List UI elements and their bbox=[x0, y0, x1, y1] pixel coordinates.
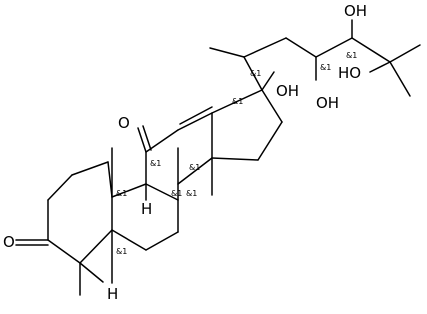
stereo-label: &1 bbox=[186, 189, 197, 198]
bond bbox=[315, 37, 353, 58]
stereo-label: &1 bbox=[116, 247, 127, 256]
bond bbox=[111, 229, 147, 251]
bond bbox=[145, 129, 179, 153]
bond bbox=[179, 106, 213, 125]
stereo-label: &1 bbox=[189, 163, 200, 172]
hydroxyl-label: OH bbox=[316, 94, 339, 112]
stereo-labels: &1 &1 &1 &1 &1 &1 &1 &1 &1 &1 bbox=[116, 51, 357, 256]
bond bbox=[257, 121, 283, 161]
bond bbox=[47, 174, 73, 201]
bond bbox=[177, 112, 213, 131]
atom-labels: OH OH OH HO O O H H bbox=[3, 2, 367, 303]
stereo-label: &1 bbox=[346, 51, 357, 60]
bond bbox=[285, 37, 317, 58]
bond bbox=[243, 37, 287, 58]
bond bbox=[389, 44, 421, 63]
bond bbox=[145, 183, 179, 201]
oxygen-label: O bbox=[3, 233, 15, 251]
bond bbox=[137, 127, 147, 153]
bond bbox=[47, 239, 81, 264]
stereo-label: &1 bbox=[320, 63, 331, 72]
stereo-label: &1 bbox=[232, 97, 243, 106]
bond bbox=[142, 125, 152, 151]
bond bbox=[71, 161, 109, 176]
bond bbox=[111, 183, 147, 198]
bond bbox=[145, 231, 179, 251]
bond bbox=[261, 71, 275, 91]
bond bbox=[177, 157, 213, 185]
bond bbox=[211, 157, 259, 161]
stereo-label: &1 bbox=[150, 159, 161, 168]
bond bbox=[79, 229, 113, 264]
bond bbox=[369, 61, 391, 73]
bond bbox=[351, 37, 391, 63]
hydrogen-label: H bbox=[141, 200, 152, 218]
bond bbox=[261, 89, 283, 123]
bond bbox=[211, 89, 263, 114]
stereo-label: &1 bbox=[116, 189, 127, 198]
hydroxyl-label: OH bbox=[276, 82, 299, 100]
bond bbox=[79, 262, 104, 283]
hydroxyl-label: OH bbox=[344, 2, 367, 20]
bonds bbox=[15, 19, 421, 296]
bond bbox=[243, 56, 263, 91]
hydrogen-label: H bbox=[107, 285, 118, 303]
stereo-label: &1 bbox=[171, 189, 182, 198]
oxygen-label: O bbox=[118, 114, 130, 132]
stereo-label: &1 bbox=[250, 69, 261, 78]
bond bbox=[209, 47, 245, 58]
bond bbox=[389, 61, 411, 97]
hydroxyl-label: HO bbox=[338, 64, 361, 82]
